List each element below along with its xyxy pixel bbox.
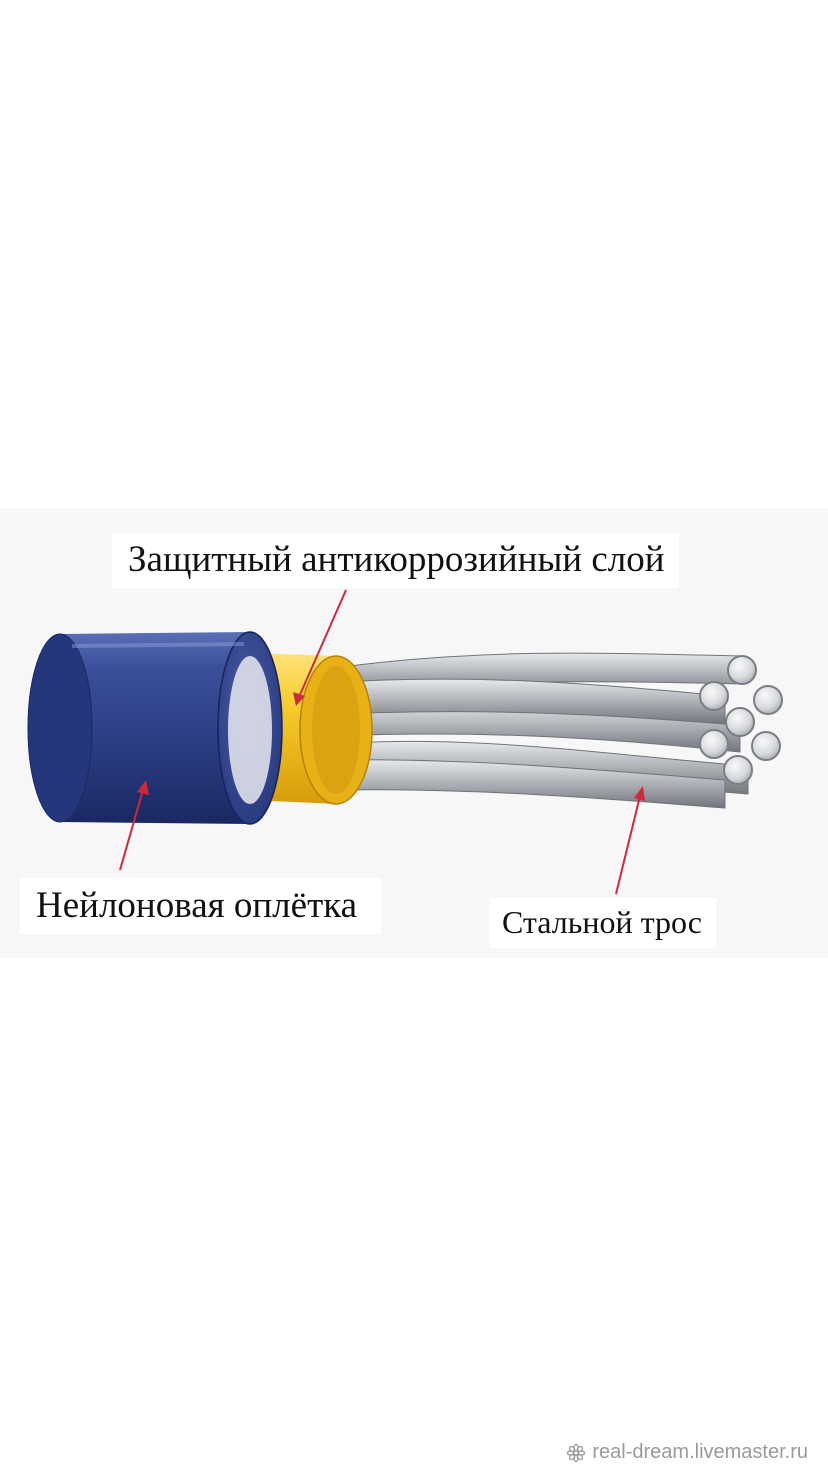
- label-steel-cable: Стальной трос: [490, 898, 716, 948]
- nylon-jacket: [27, 631, 283, 825]
- label-coating: Защитный антикоррозийный слой: [112, 533, 679, 588]
- label-nylon-braid: Нейлоновая оплётка: [20, 878, 382, 934]
- strand-ends: [699, 655, 783, 785]
- cable-illustration: [27, 589, 783, 895]
- watermark-text: real-dream.livemaster.ru: [592, 1441, 808, 1463]
- watermark: real-dream.livemaster.ru: [566, 1441, 808, 1464]
- steel-strands: [334, 652, 749, 809]
- flower-icon: [567, 1443, 586, 1462]
- pointer-arrows: [119, 589, 645, 895]
- cable-diagram: Защитный антикоррозийный слой Нейлоновая…: [0, 508, 828, 958]
